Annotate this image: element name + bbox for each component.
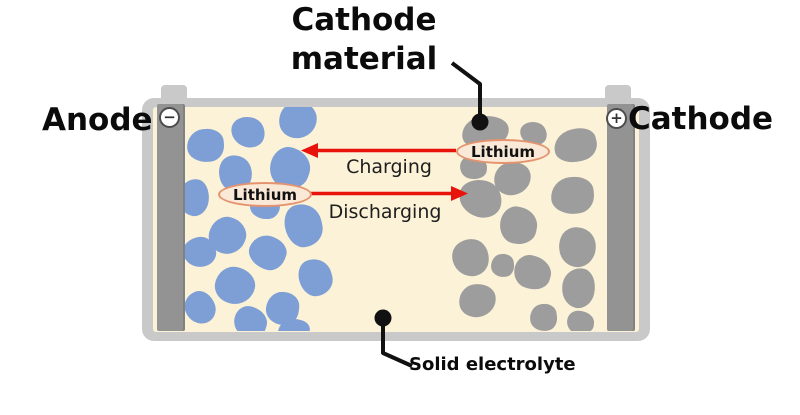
anode-label: Anode [42, 102, 153, 138]
anode-material-particle [294, 255, 337, 300]
anode-material-particle [185, 127, 226, 164]
anode-terminal-tab [161, 85, 187, 101]
cathode-material-particle [549, 174, 596, 217]
minus-terminal-icon: − [159, 107, 180, 128]
anode-material-particle [230, 302, 271, 331]
anode-material-particle [244, 230, 291, 275]
charging-label: Charging [346, 156, 432, 178]
anode-material-particle [185, 286, 220, 329]
cathode-material-label: Cathode material [254, 1, 474, 79]
cathode-material-particle [550, 123, 601, 168]
cathode-label: Cathode [628, 101, 774, 137]
cathode-material-line1: Cathode [291, 2, 437, 38]
lithium-ion-left: Lithium [218, 182, 312, 207]
cathode-material-particle [528, 302, 559, 331]
plus-terminal-icon: + [606, 108, 627, 129]
cathode-material-particle [510, 251, 555, 294]
cathode-material-particle [490, 253, 515, 278]
cathode-material-line2: material [290, 41, 438, 77]
cathode-material-particle [456, 281, 499, 320]
solid-electrolyte-label: Solid electrolyte [409, 354, 576, 375]
cathode-material-particle [566, 309, 595, 331]
cathode-material-particle [558, 265, 599, 311]
cathode-material-particle [497, 204, 540, 247]
cathode-material-particle [554, 223, 601, 271]
anode-electrode-bar [157, 104, 185, 331]
cathode-material-particle [449, 236, 492, 279]
anode-material-particle [212, 263, 258, 308]
lithium-ion-right: Lithium [456, 139, 550, 164]
cathode-terminal-tab [605, 85, 631, 101]
anode-material-particle [185, 177, 212, 218]
anode-material-particle [227, 113, 269, 151]
cathode-electrode-bar [607, 104, 635, 331]
discharging-label: Discharging [328, 201, 442, 223]
anode-material-particle [276, 107, 320, 142]
